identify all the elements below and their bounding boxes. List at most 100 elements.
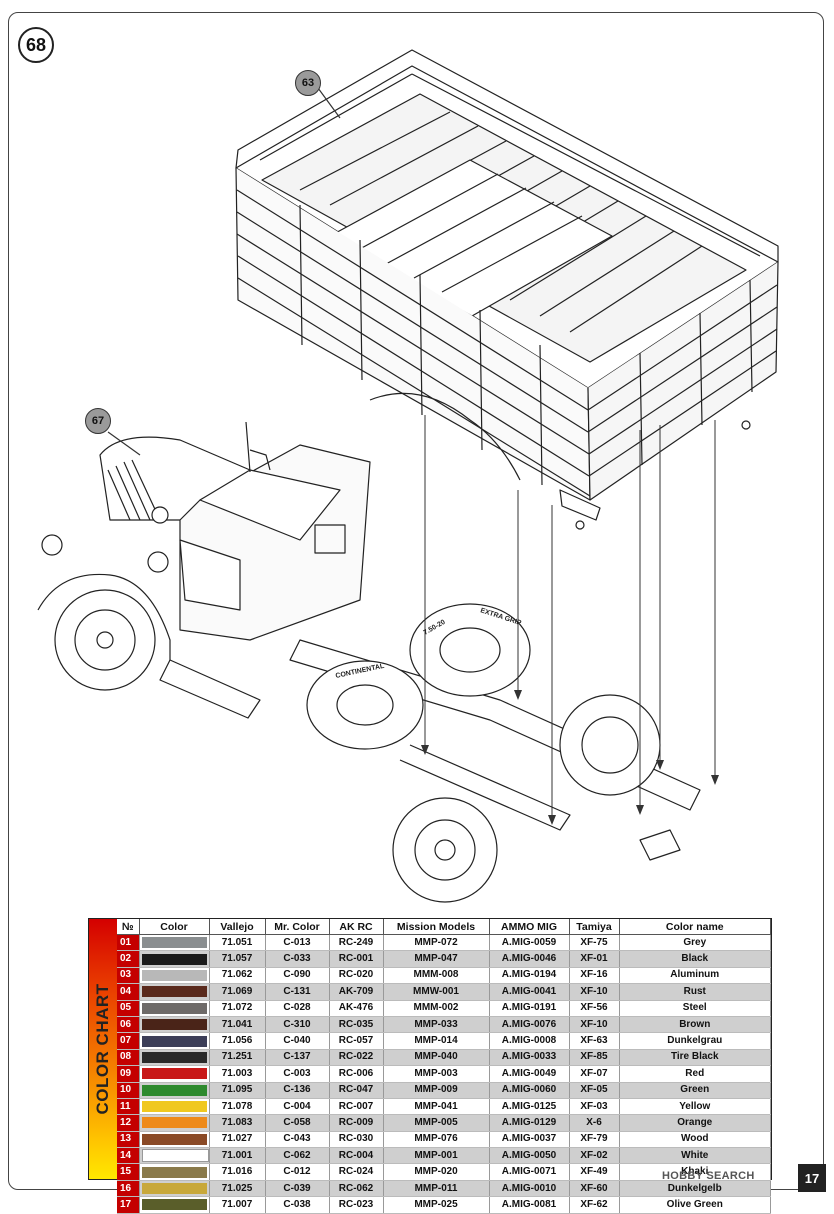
cell-name: Brown (619, 1016, 771, 1034)
cell-ammo: A.MIG-0050 (489, 1147, 570, 1165)
color-number: 16 (117, 1180, 140, 1198)
cell-vallejo: 71.027 (209, 1131, 266, 1149)
cell-mission: MMP-009 (383, 1082, 490, 1099)
cell-tamiya: XF-56 (569, 1000, 620, 1017)
color-swatch (141, 1084, 207, 1096)
cell-ammo: A.MIG-0060 (489, 1082, 570, 1099)
color-number: 03 (117, 967, 140, 985)
cell-mr-color: C-040 (265, 1032, 330, 1050)
color-chart-side-band: COLOR CHART (89, 919, 117, 1179)
color-number: 01 (117, 934, 140, 952)
color-swatch-cell (139, 1032, 210, 1050)
cell-ammo: A.MIG-0037 (489, 1131, 570, 1149)
cell-ak-rc: RC-047 (329, 1082, 384, 1099)
cell-ammo: A.MIG-0046 (489, 950, 570, 968)
color-number: 15 (117, 1163, 140, 1181)
cell-tamiya: XF-03 (569, 1098, 620, 1116)
cell-ammo: A.MIG-0194 (489, 967, 570, 985)
color-swatch-cell (139, 967, 210, 985)
cell-ak-rc: RC-001 (329, 950, 384, 968)
cell-tamiya: XF-16 (569, 967, 620, 985)
cell-ak-rc: RC-009 (329, 1114, 384, 1132)
cell-ammo: A.MIG-0081 (489, 1196, 570, 1214)
cell-ak-rc: RC-004 (329, 1147, 384, 1165)
color-number: 08 (117, 1049, 140, 1067)
cell-mission: MMP-033 (383, 1016, 490, 1034)
cell-ak-rc: RC-007 (329, 1098, 384, 1116)
color-number: 07 (117, 1032, 140, 1050)
cell-vallejo: 71.025 (209, 1180, 266, 1198)
cell-vallejo: 71.057 (209, 950, 266, 968)
cell-name: Grey (619, 934, 771, 952)
cell-ammo: A.MIG-0125 (489, 1098, 570, 1116)
cell-vallejo: 71.078 (209, 1098, 266, 1116)
cell-ak-rc: RC-022 (329, 1049, 384, 1067)
cell-name: Aluminum (619, 967, 771, 985)
column-header: Mission Models (383, 919, 490, 935)
cell-mr-color: C-310 (265, 1016, 330, 1034)
cell-mr-color: C-090 (265, 967, 330, 985)
color-swatch (141, 1166, 207, 1178)
color-swatch-cell (139, 1114, 210, 1132)
cell-tamiya: XF-49 (569, 1163, 620, 1181)
color-swatch (141, 1002, 207, 1014)
cell-name: Black (619, 950, 771, 968)
cell-mr-color: C-043 (265, 1131, 330, 1149)
color-swatch-cell (139, 1163, 210, 1181)
cell-mission: MMP-014 (383, 1032, 490, 1050)
color-number: 06 (117, 1016, 140, 1034)
color-swatch (141, 1149, 209, 1163)
step-number-badge: 68 (18, 27, 54, 63)
column-header: № (117, 919, 140, 935)
cell-name: White (619, 1147, 771, 1165)
cell-mr-color: C-062 (265, 1147, 330, 1165)
cell-ak-rc: RC-023 (329, 1196, 384, 1214)
part-callout-67: 67 (85, 408, 111, 434)
cell-mr-color: C-038 (265, 1196, 330, 1214)
color-number: 02 (117, 950, 140, 968)
cell-vallejo: 71.072 (209, 1000, 266, 1017)
cell-mr-color: C-136 (265, 1082, 330, 1099)
cell-ak-rc: AK-476 (329, 1000, 384, 1017)
cell-name: Rust (619, 983, 771, 1001)
cell-vallejo: 71.095 (209, 1082, 266, 1099)
cell-mission: MMP-001 (383, 1147, 490, 1165)
color-swatch-cell (139, 1131, 210, 1149)
cell-mission: MMP-041 (383, 1098, 490, 1116)
cell-mr-color: C-013 (265, 934, 330, 952)
cell-name: Tire Black (619, 1049, 771, 1067)
cell-name: Steel (619, 1000, 771, 1017)
color-swatch (141, 1035, 207, 1047)
color-swatch-cell (139, 1016, 210, 1034)
watermark-text: HOBBY SEARCH (662, 1170, 755, 1182)
page-number: 17 (798, 1164, 826, 1192)
color-number: 13 (117, 1131, 140, 1149)
cell-vallejo: 71.016 (209, 1163, 266, 1181)
cell-vallejo: 71.003 (209, 1065, 266, 1083)
cell-ammo: A.MIG-0008 (489, 1032, 570, 1050)
cell-ak-rc: RC-030 (329, 1131, 384, 1149)
cell-mr-color: C-033 (265, 950, 330, 968)
cell-ak-rc: RC-249 (329, 934, 384, 952)
cell-name: Green (619, 1082, 771, 1099)
color-swatch (141, 953, 207, 965)
color-number: 12 (117, 1114, 140, 1132)
cell-tamiya: XF-02 (569, 1147, 620, 1165)
cell-mr-color: C-131 (265, 983, 330, 1001)
color-swatch (141, 1051, 207, 1063)
cab-chassis-illustration (37, 421, 701, 903)
cell-tamiya: XF-10 (569, 1016, 620, 1034)
cell-mission: MMP-003 (383, 1065, 490, 1083)
cell-ak-rc: RC-020 (329, 967, 384, 985)
cell-tamiya: XF-01 (569, 950, 620, 968)
part-callout-63: 63 (295, 70, 321, 96)
color-swatch (141, 1101, 207, 1113)
color-number: 05 (117, 1000, 140, 1017)
color-swatch-cell (139, 1049, 210, 1067)
cell-mission: MMP-047 (383, 950, 490, 968)
color-swatch-cell (139, 1082, 210, 1099)
